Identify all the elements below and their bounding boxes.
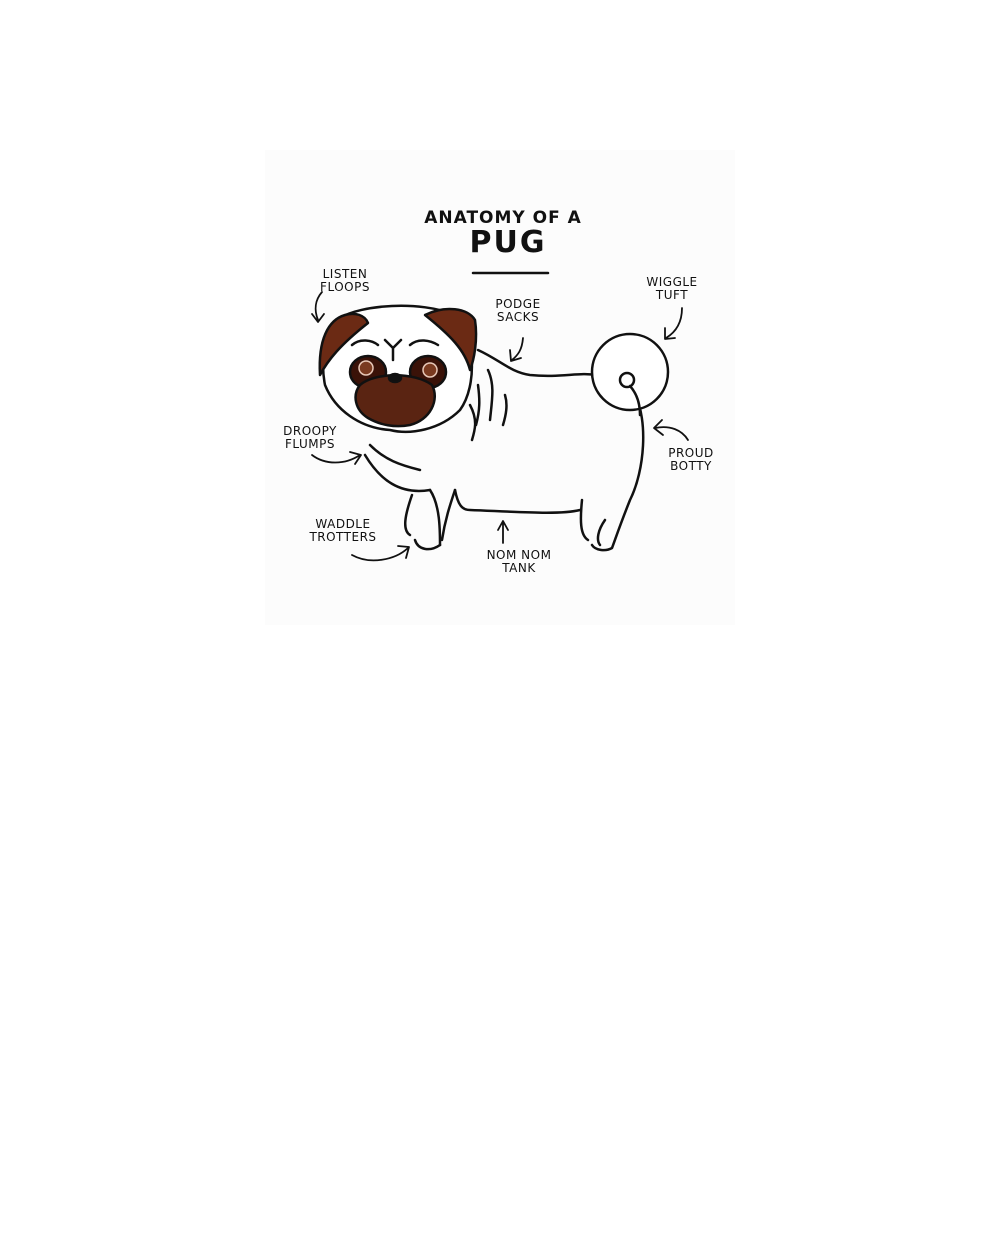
- label-proud-botty: PROUD BOTTY: [668, 446, 714, 473]
- pug-tail: [590, 332, 670, 412]
- title-line-1: ANATOMY OF A: [424, 208, 582, 228]
- label-arrows: [311, 291, 689, 562]
- pug-front-leg: [404, 488, 457, 547]
- label-droopy-flumps: DROOPY FLUMPS: [283, 424, 337, 451]
- pug-drawing: [311, 271, 689, 562]
- pug-anatomy-illustration: [265, 150, 735, 625]
- pug-nose: [387, 372, 403, 384]
- title-pug: PUG: [469, 225, 547, 260]
- pug-back-leg: [579, 498, 607, 547]
- pug-left-ear: [318, 312, 370, 377]
- pug-muzzle: [354, 374, 436, 428]
- label-podge-sacks: PODGE SACKS: [495, 297, 541, 324]
- label-wiggle-tuft: WIGGLE TUFT: [646, 275, 698, 302]
- pug-body: [363, 348, 645, 552]
- pug-right-ear: [423, 307, 478, 372]
- label-waddle-trotters: WADDLE TROTTERS: [309, 517, 377, 544]
- label-nom-nom-tank: NOM NOM TANK: [486, 548, 552, 575]
- label-listen-floops: LISTEN FLOOPS: [320, 267, 370, 294]
